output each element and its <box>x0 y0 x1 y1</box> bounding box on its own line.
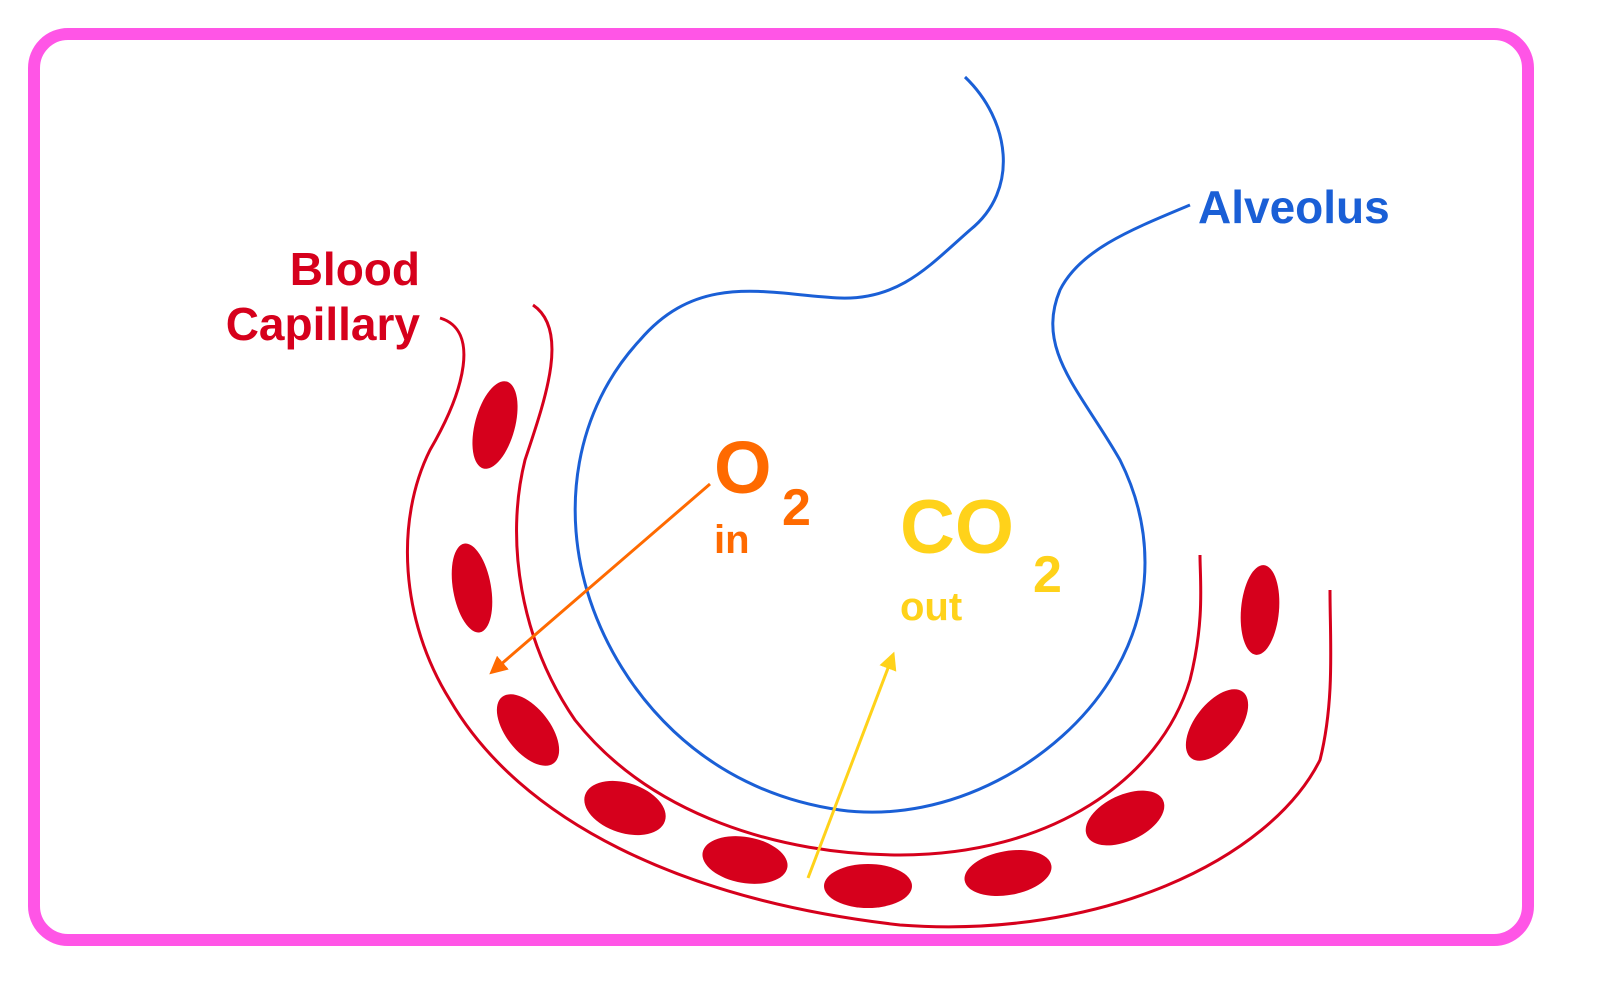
capillary-label: Capillary <box>226 298 421 350</box>
oxygen-subscript: 2 <box>782 479 811 537</box>
alveolus-label: Alveolus <box>1198 181 1390 233</box>
diagram-frame <box>28 28 1534 946</box>
red-blood-cell <box>1085 790 1165 846</box>
red-blood-cell <box>451 543 493 633</box>
carbon-dioxide-direction-label: out <box>900 585 962 629</box>
oxygen-in-arrow <box>489 482 711 675</box>
alveolus-outline <box>573 75 1191 814</box>
blood-label: Blood <box>290 243 420 295</box>
red-blood-cell <box>702 836 788 884</box>
capillary-outer-wall <box>405 316 1333 929</box>
red-blood-cell <box>472 381 518 469</box>
red-blood-cell <box>964 850 1052 896</box>
carbon-dioxide-out-arrow <box>806 651 897 879</box>
red-blood-cell <box>1240 565 1280 655</box>
red-blood-cell <box>496 694 560 766</box>
oxygen-direction-label: in <box>714 518 750 562</box>
red-blood-cell <box>824 864 912 908</box>
carbon-dioxide-subscript: 2 <box>1033 546 1062 604</box>
red-blood-cell <box>584 780 666 836</box>
red-blood-cell <box>1185 689 1249 761</box>
carbon-dioxide-symbol: CO <box>900 485 1014 570</box>
red-blood-cells <box>451 381 1280 908</box>
capillary-inner-wall <box>515 303 1203 857</box>
oxygen-symbol: O <box>714 426 772 509</box>
